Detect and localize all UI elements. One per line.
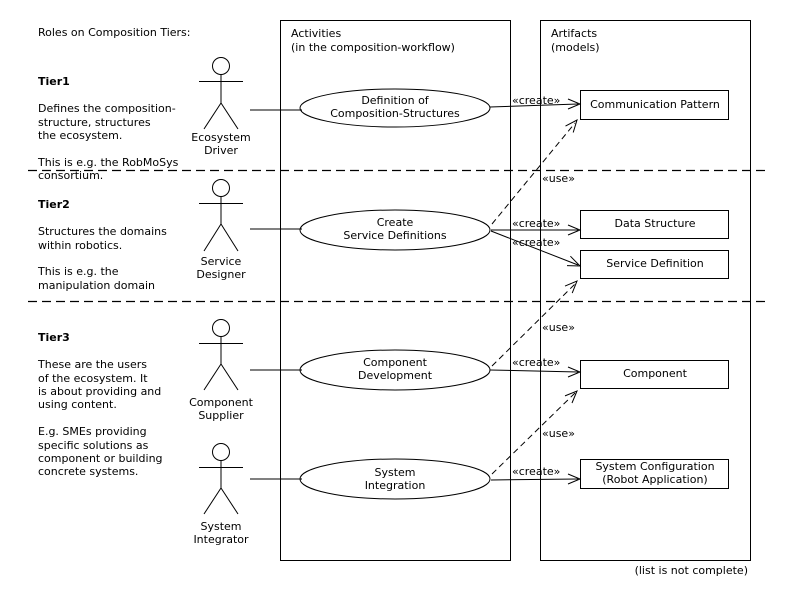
activity-label-component-development: Component Development xyxy=(357,356,433,383)
actor-icon-component-supplier xyxy=(199,319,243,391)
activities-column-header: Activities (in the composition-workflow) xyxy=(291,27,455,54)
stereotype-create-4: «create» xyxy=(512,356,561,369)
stereotype-use-3: «use» xyxy=(542,427,575,440)
stereotype-use-2: «use» xyxy=(542,321,575,334)
activity-ellipse-system-integration xyxy=(299,458,491,500)
actor-icon-service-designer xyxy=(199,179,243,252)
footer-note: (list is not complete) xyxy=(634,564,748,577)
diagram-title: Roles on Composition Tiers: xyxy=(38,26,191,39)
tier2-heading: Tier2 xyxy=(38,198,70,212)
artifacts-column-header: Artifacts (models) xyxy=(551,27,600,54)
activity-label-definition-of-composition-structures: Definition of Composition-Structures xyxy=(330,94,460,121)
stereotype-create-2: «create» xyxy=(512,217,561,230)
use-arrow-component-development-to-service-definition xyxy=(491,280,578,367)
artifact-label-data-structure: Data Structure xyxy=(614,217,696,230)
tier2-body: Structures the domains within robotics. … xyxy=(38,225,167,292)
artifact-label-component: Component xyxy=(623,367,687,380)
tier3-heading: Tier3 xyxy=(38,331,70,345)
create-arrow-service-definitions-to-data-structure xyxy=(491,224,582,236)
create-arrow-system-integration-to-system-configuration xyxy=(490,473,582,485)
tier3-body: These are the users of the ecosystem. It… xyxy=(38,358,163,479)
actor-icon-system-integrator xyxy=(199,443,243,515)
stereotype-use-1: «use» xyxy=(542,172,575,185)
activity-ellipse-definition-of-composition-structures xyxy=(299,88,491,128)
artifact-label-system-configuration: System Configuration (Robot Application) xyxy=(595,460,715,487)
artifacts-column-frame xyxy=(540,20,751,561)
tier3-note: Tier3 These are the users of the ecosyst… xyxy=(38,318,218,492)
activity-label-system-integration: System Integration xyxy=(364,466,426,493)
artifact-box-system-configuration xyxy=(580,459,729,489)
artifact-box-component xyxy=(580,360,729,389)
actor-label-ecosystem-driver: Ecosystem Driver xyxy=(191,131,251,158)
artifact-box-service-definition xyxy=(580,250,729,279)
activity-label-create-service-definitions: Create Service Definitions xyxy=(343,216,447,243)
stereotype-create-5: «create» xyxy=(512,465,561,478)
activity-ellipse-create-service-definitions xyxy=(299,209,491,251)
artifact-label-communication-pattern: Communication Pattern xyxy=(590,98,720,111)
actor-icon-ecosystem-driver xyxy=(199,57,243,130)
use-arrow-system-integration-to-component xyxy=(491,390,578,475)
artifact-label-service-definition: Service Definition xyxy=(606,257,704,270)
actor-label-component-supplier: Component Supplier xyxy=(189,396,253,423)
artifact-box-data-structure xyxy=(580,210,729,239)
create-arrow-definition-to-communication-pattern xyxy=(489,98,582,110)
artifact-box-communication-pattern xyxy=(580,90,729,120)
actor-label-system-integrator: System Integrator xyxy=(193,520,249,547)
use-arrow-service-definitions-to-communication-pattern xyxy=(491,118,578,225)
activities-column-frame xyxy=(280,20,511,561)
tier1-body: Defines the composition- structure, stru… xyxy=(38,102,179,183)
stereotype-create-3: «create» xyxy=(512,236,561,249)
create-arrow-component-development-to-component xyxy=(489,366,582,378)
create-arrow-service-definitions-to-service-definition xyxy=(490,230,582,267)
tier1-heading: Tier1 xyxy=(38,75,70,89)
tier2-note: Tier2 Structures the domains within robo… xyxy=(38,185,218,306)
stereotype-create-1: «create» xyxy=(512,94,561,107)
actor-label-service-designer: Service Designer xyxy=(196,255,246,282)
tier1-note: Tier1 Defines the composition- structure… xyxy=(38,62,218,196)
